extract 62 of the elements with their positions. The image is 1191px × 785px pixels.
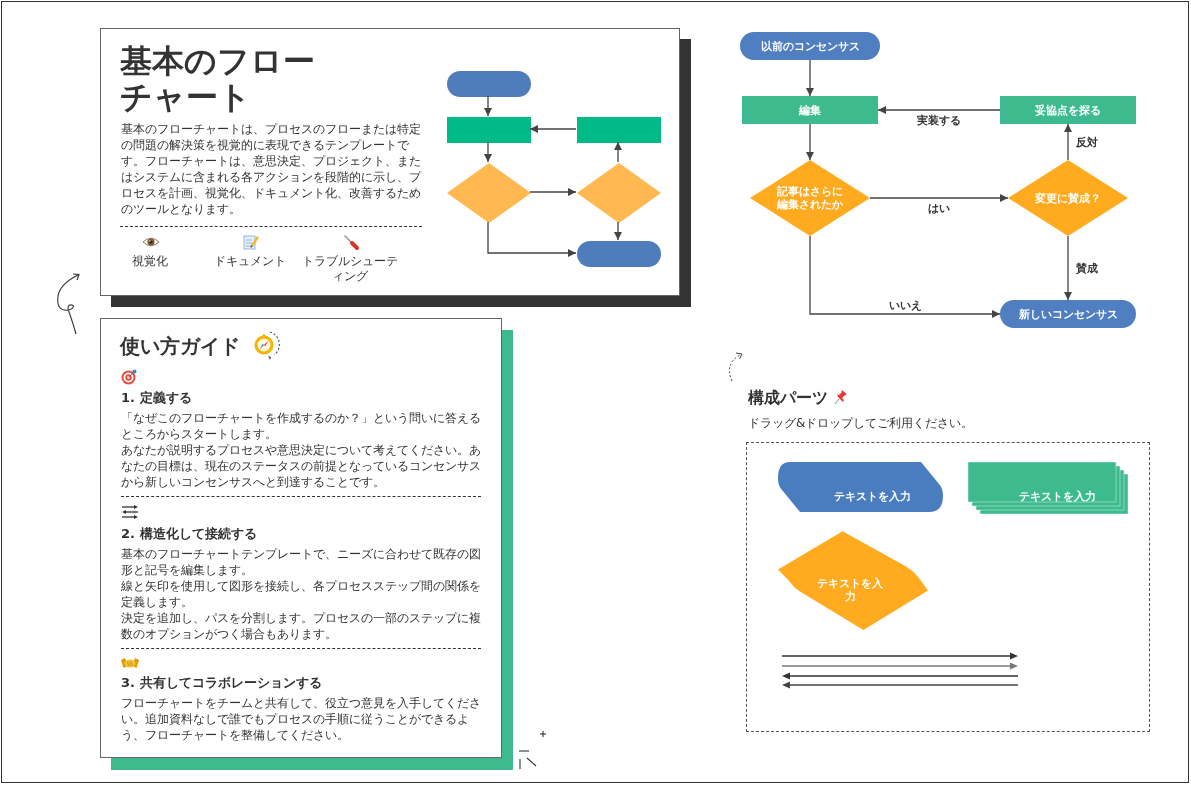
terminal-pill [577, 241, 661, 267]
connector-arrow [1064, 123, 1072, 161]
decision-diamond [750, 160, 870, 236]
icon-caption: ドキュメント [213, 254, 287, 269]
decision-diamond [577, 163, 661, 223]
node-text: 妥協点を探る [1035, 103, 1101, 117]
decision-shape [778, 530, 928, 630]
multi-document-shape [968, 462, 1128, 514]
connector-arrow [529, 188, 577, 196]
node-text: テキストを入力 [1019, 489, 1097, 503]
section-heading: 3. 共有してコラボレーションする [121, 674, 323, 692]
icon-caption: 視覚化 [131, 254, 169, 269]
connector-arrow [809, 235, 1001, 318]
connector-arrow [869, 194, 1009, 202]
guide-title: 使い方ガイド [120, 333, 240, 359]
edge-label: 実装する [915, 113, 963, 127]
edge-label: 賛成 [1074, 261, 1100, 275]
section-heading: 1. 定義する [121, 389, 193, 407]
edge-label: いいえ [886, 298, 924, 312]
input-shape [778, 462, 943, 512]
node-text: テキストを入力 [816, 577, 884, 603]
connector-arrow [484, 141, 492, 163]
connector-arrow [484, 95, 492, 117]
node-text: 記事はさらに編集されたか [776, 185, 844, 211]
connector-arrow [806, 123, 814, 161]
node-text: 変更に賛成？ [1034, 191, 1102, 205]
section-title: 構成パーツ [748, 388, 828, 408]
body-text: 決定を追加し、パスを分割します。プロセスの一部のステップに複数のオプションがつく場合もあります。 [121, 610, 482, 642]
connector-arrow [487, 221, 577, 257]
icon-caption: トラブルシューティング [301, 254, 399, 284]
guide-card [100, 318, 502, 758]
process-box [742, 96, 878, 124]
connector-arrow [1064, 235, 1072, 301]
process-box [1000, 96, 1136, 124]
edge-label: 反対 [1074, 135, 1100, 149]
start-pill [740, 32, 880, 60]
section-heading: 2. 構造化して接続する [121, 525, 258, 543]
process-box [447, 117, 531, 143]
connector-arrow [614, 221, 622, 241]
connector-arrow [529, 125, 577, 133]
body-text: 「なぜこのフローチャートを作成するのか？」という問いに答えるところからスタートします。 [121, 410, 482, 442]
end-pill [1000, 300, 1136, 328]
template-card [100, 28, 680, 296]
body-text: 基本のフローチャートテンプレートで、ニーズに合わせて既存の図形と記号を編集します。 [121, 546, 482, 578]
node-text: 以前のコンセンサス [760, 39, 860, 53]
body-text: あなたが説明するプロセスや意思決定について考えてください。あなたの目標は、現在のステータスの前提となっているコンセンサスから新しいコンセンサスへと到達することです。 [121, 442, 482, 490]
body-text: フローチャートをチームと共有して、役立つ意見を入手してください。追加資料なしで誰でもプロセスの手順に従うことができるよう、フローチャートを整備してください。 [121, 695, 482, 743]
card-title: 基本のフローチャート [120, 43, 316, 115]
decision-diamond [447, 163, 531, 223]
description-text: 基本のフローチャートは、プロセスのフローまたは特定の問題の解決策を視覚的に表現できるテンプレートです。フローチャートは、意思決定、プロジェクト、またはシステムに含まれる各アクションを段階的に示し、プロセスを計画、視覚化、ドキュメント化、改善するためのツールとなります。 [121, 121, 423, 217]
connector-arrow [877, 106, 1001, 114]
hint-text: ドラッグ&ドロップしてご利用ください。 [748, 415, 974, 431]
node-text: 新しいコンセンサス [1018, 307, 1118, 321]
node-text: テキストを入力 [833, 489, 911, 503]
decision-diamond [1008, 160, 1128, 236]
connector-arrow [614, 141, 622, 163]
node-text: 編集 [799, 103, 821, 117]
process-box [577, 117, 661, 143]
connector-arrow [806, 59, 814, 97]
edge-label: はい [926, 201, 952, 215]
terminal-pill [447, 71, 531, 97]
body-text: 線と矢印を使用して図形を接続し、各プロセスステップ間の関係を定義します。 [121, 578, 482, 610]
